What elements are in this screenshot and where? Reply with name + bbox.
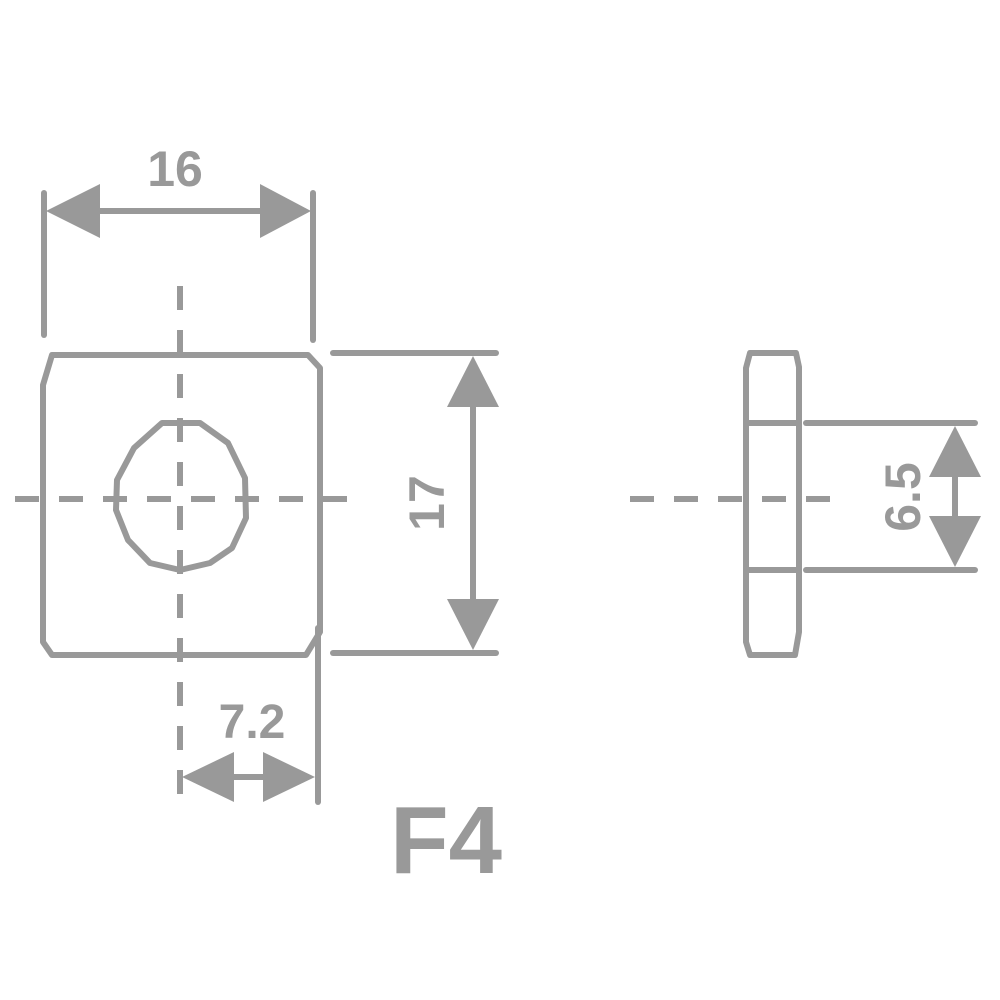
height-arrow-top — [447, 356, 499, 407]
front-outline — [40, 352, 323, 658]
width-arrow-left — [46, 184, 100, 238]
height-label: 17 — [399, 475, 455, 531]
height-dimension: 17 — [330, 350, 499, 656]
width-arrow-right — [260, 184, 311, 238]
offset-arrow-left — [182, 752, 234, 802]
model-label: F4 — [390, 787, 502, 894]
side-outline — [743, 350, 802, 658]
front-view — [15, 286, 350, 800]
thickness-arrow-top — [929, 426, 981, 477]
height-arrow-bottom — [447, 599, 499, 650]
thickness-dimension: 6.5 — [803, 420, 981, 573]
width-label: 16 — [147, 141, 203, 197]
offset-arrow-right — [263, 752, 315, 802]
width-dimension: 16 — [41, 141, 316, 343]
offset-label: 7.2 — [219, 696, 286, 749]
thickness-label: 6.5 — [875, 462, 931, 532]
side-view — [630, 350, 845, 658]
thickness-arrow-bottom — [929, 516, 981, 567]
terminal-hole — [113, 420, 249, 573]
offset-dimension: 7.2 — [182, 625, 321, 805]
